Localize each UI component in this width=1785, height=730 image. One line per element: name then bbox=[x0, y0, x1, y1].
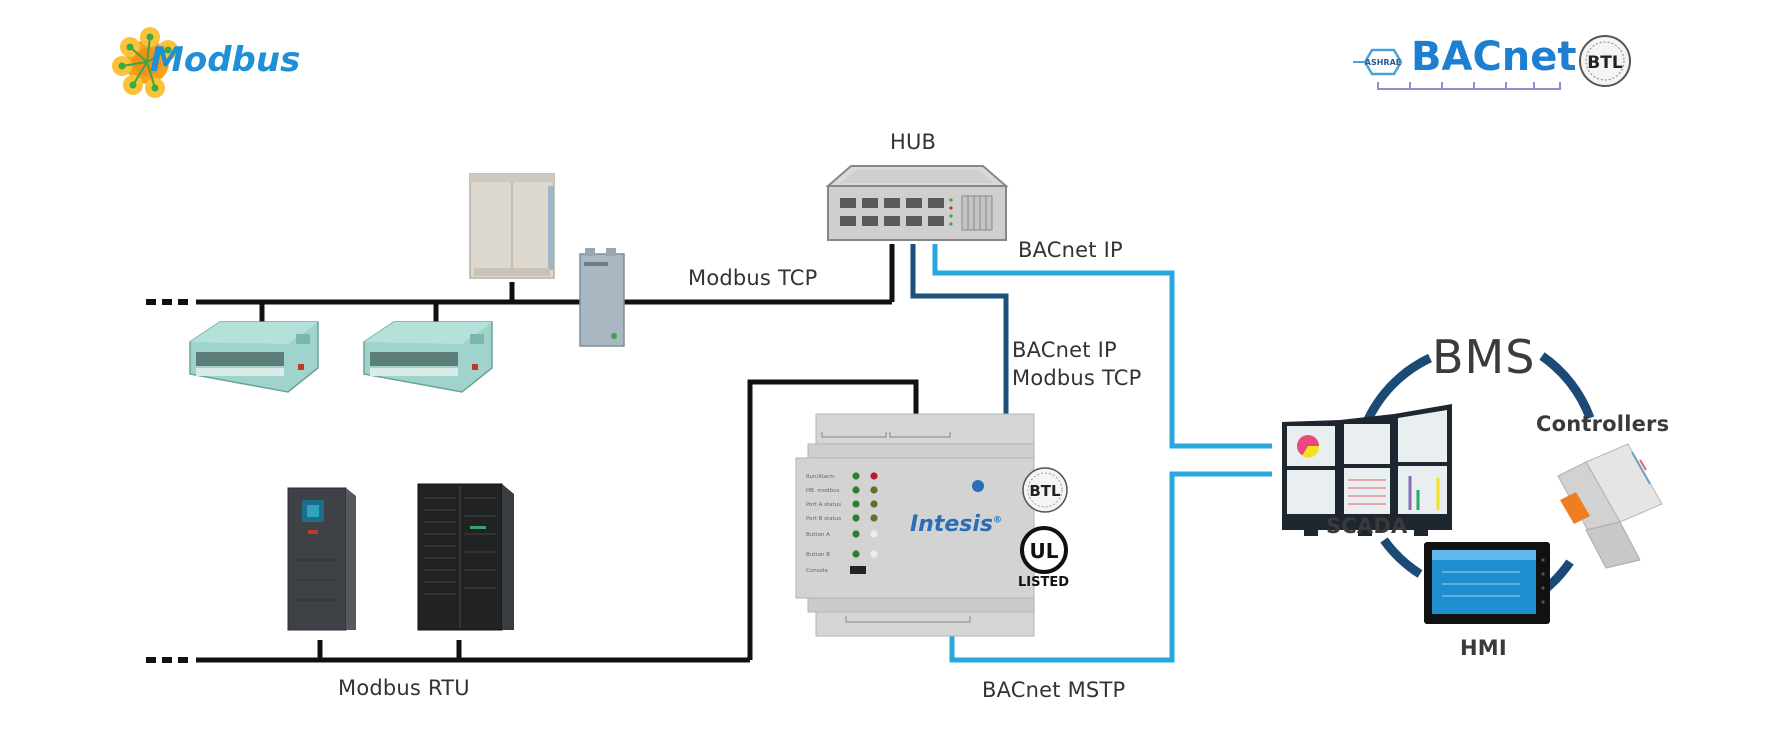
status-leds bbox=[850, 472, 878, 574]
bacnet-ip-modbus-tcp-wire bbox=[910, 244, 1009, 414]
hmi-touch-panel-icon[interactable] bbox=[1424, 542, 1550, 624]
modbus-tcp-bus bbox=[196, 244, 895, 322]
modbus-tcp-controller-icon[interactable] bbox=[579, 248, 625, 347]
bacnet-trademark: ™ bbox=[1562, 40, 1570, 49]
bacnet-logo-word: BACnet bbox=[1411, 34, 1577, 80]
hub-icon[interactable] bbox=[825, 165, 1009, 241]
intesis-brand-text: Intesis® bbox=[910, 512, 1002, 537]
modbus-rtu-label: Modbus RTU bbox=[338, 676, 470, 700]
duct-indoor-unit-1-icon[interactable] bbox=[189, 321, 319, 393]
duct-indoor-unit-2-icon[interactable] bbox=[363, 321, 493, 393]
ul-listed-icon: UL bbox=[1020, 526, 1068, 574]
led-label: Port A status bbox=[806, 502, 841, 508]
led-label: Console bbox=[806, 568, 828, 574]
bacnet-mstp-wire bbox=[949, 471, 1272, 663]
hmi-label: HMI bbox=[1460, 636, 1507, 660]
bacnet-ip-modbus-tcp-line2: Modbus TCP bbox=[1012, 366, 1142, 390]
bacnet-underline-icon bbox=[1377, 82, 1561, 90]
bacnet-mstp-label: BACnet MSTP bbox=[982, 678, 1126, 702]
bacnet-logo-text: BACnet bbox=[1411, 34, 1577, 80]
modbus-logo-icon bbox=[112, 27, 178, 98]
gateway-brand-dot-icon bbox=[972, 480, 984, 492]
btl-mark-text: BTL bbox=[1029, 482, 1061, 500]
hub-label: HUB bbox=[890, 130, 937, 154]
ups-cabinet-1-icon[interactable] bbox=[287, 487, 356, 631]
led-label: Button B bbox=[806, 552, 830, 558]
ul-mark-text: UL bbox=[1030, 539, 1059, 563]
led-label: Run/Alarm bbox=[806, 474, 835, 480]
scada-monitor-wall-icon[interactable] bbox=[1282, 404, 1452, 536]
bus-continuation-dots-bottom bbox=[146, 657, 188, 663]
intesis-brand-word: Intesis bbox=[910, 512, 994, 537]
led-label: Port B status bbox=[806, 516, 841, 522]
bacnet-ip-wire bbox=[932, 244, 1272, 449]
svg-text:BTL: BTL bbox=[1587, 53, 1623, 73]
intesis-brand-mark: ® bbox=[993, 515, 1003, 526]
led-labels: Run/Alarm HB. modbus Port A status Port … bbox=[806, 474, 841, 574]
ashrae-badge-icon: ASHRAE bbox=[1353, 48, 1403, 76]
led-label: HB. modbus bbox=[806, 488, 840, 494]
controllers-label: Controllers bbox=[1536, 412, 1670, 436]
bms-label: BMS bbox=[1432, 330, 1536, 384]
bus-continuation-dots-top bbox=[146, 299, 188, 305]
modbus-logo-text: Modbus bbox=[150, 40, 301, 80]
bacnet-ip-modbus-tcp-label: BACnet IP Modbus TCP bbox=[1012, 336, 1141, 392]
modbus-rtu-bus bbox=[196, 379, 919, 663]
modbus-tcp-label: Modbus TCP bbox=[688, 266, 818, 290]
bacnet-ip-label: BACnet IP bbox=[1018, 238, 1123, 262]
vrf-outdoor-unit-icon[interactable] bbox=[469, 173, 555, 279]
btl-logo-icon: BTL bbox=[1579, 35, 1631, 87]
ul-listed-text: LISTED bbox=[1018, 575, 1070, 590]
btl-certification-icon: BTL bbox=[1022, 467, 1068, 513]
bacnet-ip-modbus-tcp-line1: BACnet IP bbox=[1012, 338, 1117, 362]
ups-cabinet-2-icon[interactable] bbox=[417, 483, 514, 631]
scada-label: SCADA bbox=[1326, 514, 1408, 538]
intesis-gateway-icon[interactable]: Run/Alarm HB. modbus Port A status Port … bbox=[795, 413, 1035, 637]
plc-controller-icon[interactable] bbox=[1557, 443, 1663, 569]
led-label: Button A bbox=[806, 532, 830, 538]
svg-text:ASHRAE: ASHRAE bbox=[1365, 58, 1401, 67]
